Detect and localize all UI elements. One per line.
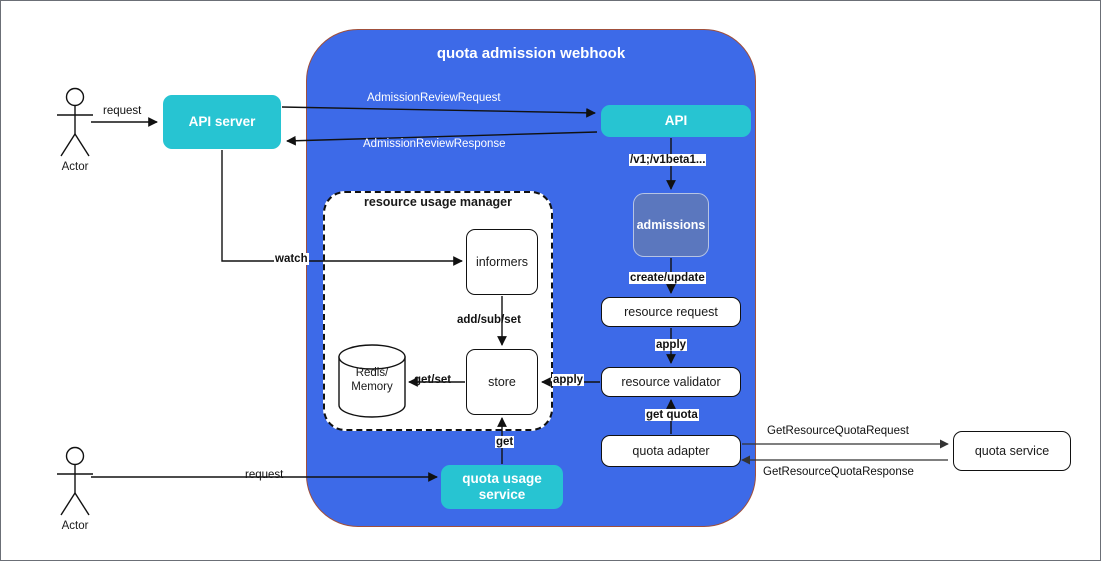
quota-usage-service-label-line1: quota usage	[462, 471, 542, 487]
store-node[interactable]: store	[466, 349, 538, 415]
api-server-node[interactable]: API server	[163, 95, 281, 149]
edge-label-get-resource-quota-response: GetResourceQuotaResponse	[763, 466, 914, 478]
edge-admission-review-response	[286, 131, 598, 146]
quota-usage-service-node[interactable]: quota usage service	[441, 465, 563, 509]
actor-bottom-figure	[57, 446, 93, 516]
actor-top-figure	[57, 87, 93, 157]
edge-label-admission-review-request: AdmissionReviewRequest	[367, 92, 501, 104]
edge-label-actor-request-top: request	[103, 105, 142, 117]
edge-label-watch: watch	[274, 253, 309, 265]
edge-label-actor-request-bottom: request	[245, 469, 284, 481]
resource-validator-node[interactable]: resource validator	[601, 367, 741, 397]
api-node[interactable]: API	[601, 105, 751, 137]
edge-label-admission-review-response: AdmissionReviewResponse	[363, 138, 506, 150]
edge-label-get: get	[495, 436, 515, 448]
informers-node[interactable]: informers	[466, 229, 538, 295]
edge-label-get-quota: get quota	[645, 409, 699, 421]
edge-admission-review-request	[281, 106, 596, 118]
resource-usage-manager-title: resource usage manager	[364, 195, 512, 209]
redis-memory-node[interactable]: Redis/ Memory	[339, 345, 405, 417]
actor-bottom: Actor	[47, 518, 103, 532]
quota-adapter-node[interactable]: quota adapter	[601, 435, 741, 467]
actor-top-label: Actor	[61, 161, 89, 173]
edge-label-apply-vertical: apply	[655, 339, 688, 351]
edge-label-get-resource-quota-request: GetResourceQuotaRequest	[767, 425, 909, 437]
redis-memory-cylinder-shape	[338, 344, 406, 418]
edge-label-create-update: create/update	[629, 272, 706, 284]
redis-memory-label-line1: Redis/	[355, 367, 389, 379]
edge-label-add-sub-set: add/sub/set	[457, 314, 521, 326]
edge-label-api-versions: /v1;/v1beta1...	[629, 154, 707, 166]
quota-service-node[interactable]: quota service	[953, 431, 1071, 471]
edge-label-get-set: get/set	[414, 374, 452, 386]
edge-watch	[221, 150, 463, 266]
resource-request-node[interactable]: resource request	[601, 297, 741, 327]
quota-usage-service-label-line2: service	[478, 487, 526, 502]
redis-memory-label-line2: Memory	[351, 380, 393, 393]
actor-top: Actor	[47, 159, 103, 173]
edge-label-apply-horizontal: apply	[552, 374, 585, 386]
quota-admission-webhook-title: quota admission webhook	[436, 45, 626, 62]
actor-bottom-label: Actor	[61, 520, 89, 532]
admissions-node[interactable]: admissions	[633, 193, 709, 257]
